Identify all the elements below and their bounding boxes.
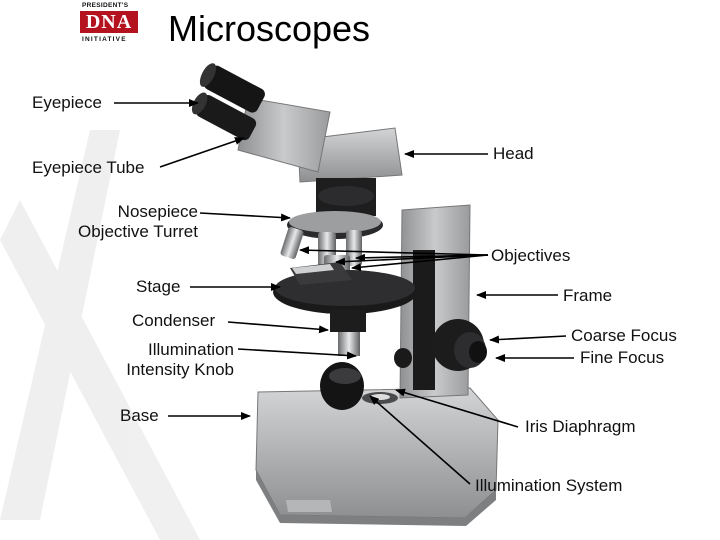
label-eyepiece: Eyepiece — [32, 93, 102, 112]
label-head: Head — [493, 144, 534, 163]
label-nosepiece: Nosepiece — [117, 202, 198, 221]
arrow-eyepiece-tube — [159, 137, 245, 168]
arrow-objectives-3 — [355, 253, 489, 262]
label-objective-turret: Objective Turret — [78, 222, 198, 241]
arrow-illumination-system — [369, 395, 471, 485]
label-coarse-focus: Coarse Focus — [571, 326, 677, 345]
label-condenser: Condenser — [132, 311, 216, 330]
arrow-nosepiece — [199, 212, 291, 222]
arrow-objectives-4 — [351, 254, 489, 272]
label-illumination: Illumination — [148, 340, 234, 359]
label-objectives: Objectives — [491, 246, 571, 265]
arrow-condenser — [227, 321, 329, 334]
logo-top-text: PRESIDENT'S — [82, 2, 129, 9]
arrow-iris-diaphragm — [395, 388, 519, 428]
label-fine-focus: Fine Focus — [580, 348, 665, 367]
label-illumination-system: Illumination System — [475, 476, 623, 495]
logo-bottom-text: INITIATIVE — [82, 36, 127, 43]
slide-title: Microscopes — [168, 8, 371, 49]
arrow-illumination-knob — [237, 348, 357, 360]
microscope-illustration — [191, 63, 499, 526]
arrow-objectives-1 — [299, 246, 489, 256]
label-intensity-knob: Intensity Knob — [126, 360, 234, 379]
label-iris-diaphragm: Iris Diaphragm — [525, 417, 636, 436]
logo-dna-text: DNA — [80, 11, 138, 33]
label-frame: Frame — [563, 286, 613, 305]
presidents-dna-initiative-logo: PRESIDENT'S DNA INITIATIVE — [78, 0, 140, 48]
background-watermark — [0, 130, 200, 540]
label-stage: Stage — [136, 277, 181, 296]
arrow-coarse-focus — [489, 335, 567, 344]
label-eyepiece-tube: Eyepiece Tube — [32, 158, 145, 177]
label-base: Base — [120, 406, 159, 425]
label-arrows — [114, 99, 574, 485]
